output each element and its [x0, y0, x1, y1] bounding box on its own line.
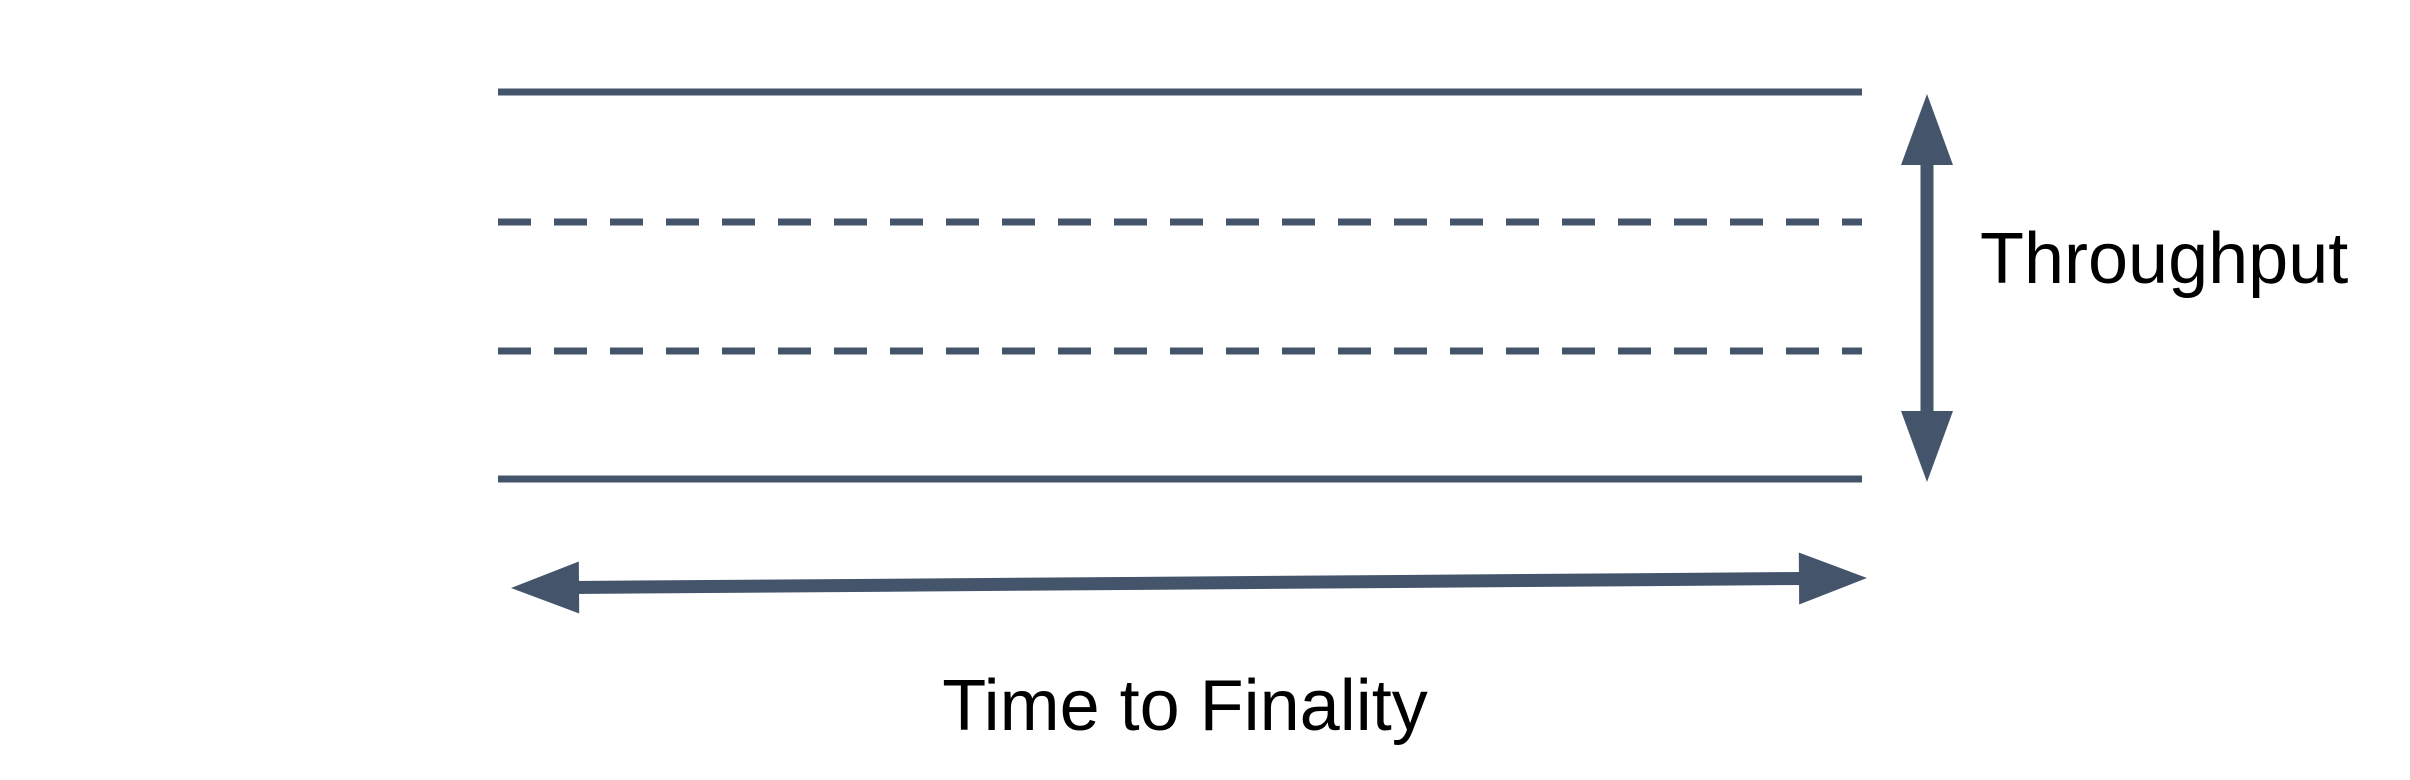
throughput-arrow: [1901, 94, 1953, 482]
throughput-label: Throughput: [1980, 219, 2348, 299]
time-to-finality-label: Time to Finality: [942, 666, 1427, 746]
time-to-finality-arrow-head-left: [511, 561, 580, 614]
throughput-arrow-head-bottom: [1901, 411, 1953, 482]
time-to-finality-arrow-head-right: [1798, 552, 1867, 605]
time-to-finality-arrow: [511, 552, 1867, 614]
time-to-finality-arrow-shaft: [571, 571, 1807, 595]
throughput-arrow-head-top: [1901, 94, 1953, 165]
